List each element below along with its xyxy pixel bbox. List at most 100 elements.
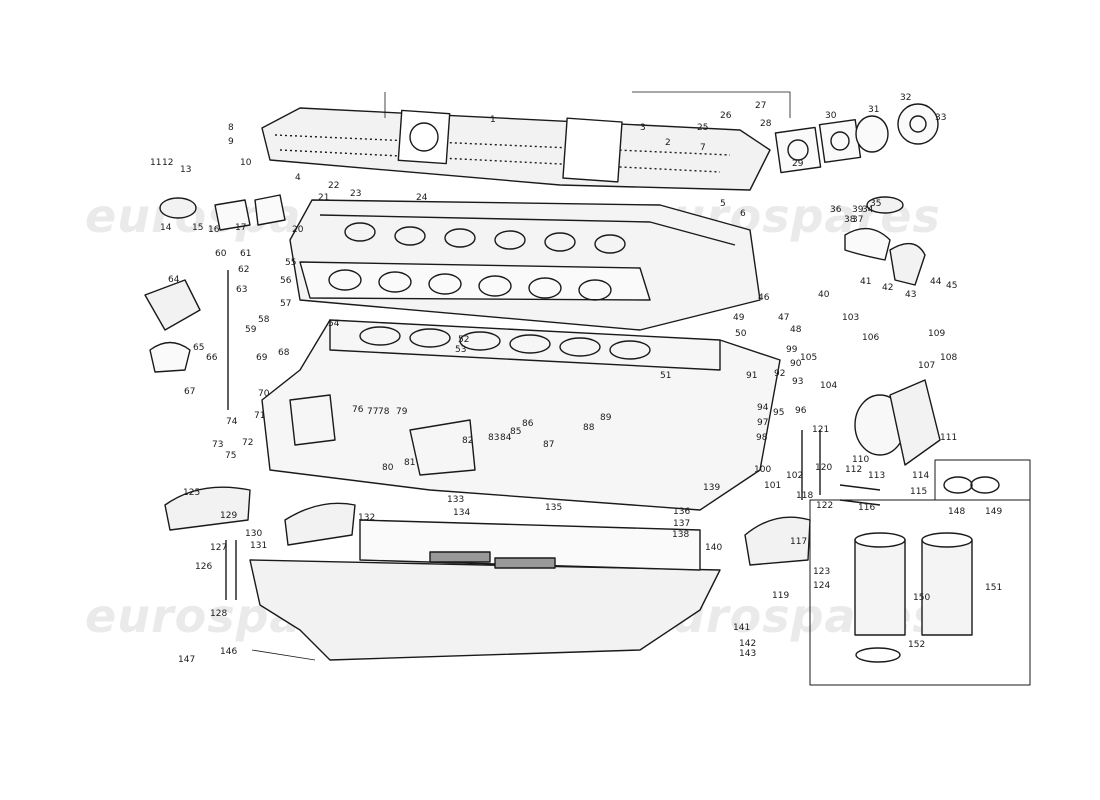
pump-flanges: [774, 103, 939, 174]
part-callout-91: 91: [746, 371, 757, 381]
part-callout-47: 47: [778, 313, 789, 323]
part-callout-98: 98: [756, 433, 768, 443]
part-callout-150: 150: [913, 593, 930, 603]
part-callout-64: 64: [168, 275, 180, 285]
part-callout-46: 46: [758, 293, 770, 303]
part-callout-147: 147: [178, 655, 195, 665]
part-callout-81: 81: [404, 458, 415, 468]
part-callout-94: 94: [757, 403, 769, 413]
part-callout-133: 133: [447, 495, 464, 505]
part-callout-70: 70: [258, 389, 270, 399]
part-callout-99: 99: [786, 345, 798, 355]
part-callout-72: 72: [242, 438, 253, 448]
part-callout-113: 113: [868, 471, 885, 481]
part-callout-22: 22: [328, 181, 339, 191]
part-callout-82: 82: [462, 436, 473, 446]
studs: [225, 270, 881, 600]
bearing-caps: [164, 486, 811, 566]
thermostat-housing: [844, 196, 926, 286]
part-callout-110: 110: [852, 455, 869, 465]
part-callout-31: 31: [868, 105, 879, 115]
cam-cover: [261, 107, 771, 191]
part-callout-3: 3: [640, 123, 646, 133]
part-callout-105: 105: [800, 353, 817, 363]
part-callout-26: 26: [720, 111, 732, 121]
part-callout-134: 134: [453, 508, 470, 518]
part-callout-40: 40: [818, 290, 830, 300]
part-callout-120: 120: [815, 463, 832, 473]
part-callout-36: 36: [830, 205, 842, 215]
front-covers: [159, 194, 286, 231]
part-callout-54: 54: [328, 319, 340, 329]
part-callout-35: 35: [870, 199, 881, 209]
part-callout-65: 65: [193, 343, 204, 353]
part-callout-16: 16: [208, 225, 220, 235]
part-callout-24: 24: [416, 193, 428, 203]
part-callout-152: 152: [908, 640, 925, 650]
part-callout-73: 73: [212, 440, 223, 450]
part-callout-116: 116: [858, 503, 875, 513]
part-callout-25: 25: [697, 123, 708, 133]
liner-inset: [809, 459, 1031, 686]
part-callout-114: 114: [912, 471, 929, 481]
part-callout-89: 89: [600, 413, 612, 423]
part-callout-7: 7: [700, 143, 706, 153]
part-callout-52: 52: [458, 335, 469, 345]
part-callout-132: 132: [358, 513, 375, 523]
part-callout-129: 129: [220, 511, 237, 521]
part-callout-10: 10: [240, 158, 252, 168]
part-callout-74: 74: [226, 417, 238, 427]
part-callout-23: 23: [350, 189, 361, 199]
part-callout-88: 88: [583, 423, 595, 433]
part-callout-75: 75: [225, 451, 236, 461]
part-callout-14: 14: [160, 223, 172, 233]
part-callout-115: 115: [910, 487, 927, 497]
part-callout-56: 56: [280, 276, 292, 286]
part-callout-109: 109: [928, 329, 945, 339]
part-callout-4: 4: [295, 173, 301, 183]
part-callout-135: 135: [545, 503, 562, 513]
part-callout-140: 140: [705, 543, 722, 553]
part-callout-151: 151: [985, 583, 1002, 593]
part-callout-29: 29: [792, 159, 804, 169]
part-callout-117: 117: [790, 537, 807, 547]
part-callout-101: 101: [764, 481, 781, 491]
part-callout-34: 34: [862, 205, 874, 215]
part-callout-79: 79: [396, 407, 408, 417]
part-callout-43: 43: [905, 290, 916, 300]
part-callout-27: 27: [755, 101, 766, 111]
part-callout-106: 106: [862, 333, 879, 343]
water-pump: [854, 379, 941, 466]
part-callout-15: 15: [192, 223, 203, 233]
part-callout-142: 142: [739, 639, 756, 649]
part-callout-80: 80: [382, 463, 394, 473]
part-callout-111: 111: [940, 433, 957, 443]
part-callout-104: 104: [820, 381, 837, 391]
part-callout-90: 90: [790, 359, 802, 369]
engine-block: [261, 319, 781, 511]
part-callout-107: 107: [918, 361, 935, 371]
part-callout-37: 37: [852, 215, 863, 225]
part-callout-32: 32: [900, 93, 911, 103]
part-callout-102: 102: [786, 471, 803, 481]
part-callout-93: 93: [792, 377, 803, 387]
part-callout-38: 38: [844, 215, 856, 225]
part-callout-136: 136: [673, 507, 690, 517]
part-callout-148: 148: [948, 507, 965, 517]
part-callout-122: 122: [816, 501, 833, 511]
part-callout-12: 12: [162, 158, 173, 168]
part-callout-33: 33: [935, 113, 946, 123]
part-callout-126: 126: [195, 562, 212, 572]
part-callout-58: 58: [258, 315, 270, 325]
part-callout-146: 146: [220, 647, 237, 657]
part-callout-130: 130: [245, 529, 262, 539]
part-callout-48: 48: [790, 325, 802, 335]
part-callout-28: 28: [760, 119, 772, 129]
part-callout-137: 137: [673, 519, 690, 529]
part-callout-131: 131: [250, 541, 267, 551]
part-callout-83: 83: [488, 433, 499, 443]
part-callout-50: 50: [735, 329, 747, 339]
part-callout-11: 11: [150, 158, 161, 168]
